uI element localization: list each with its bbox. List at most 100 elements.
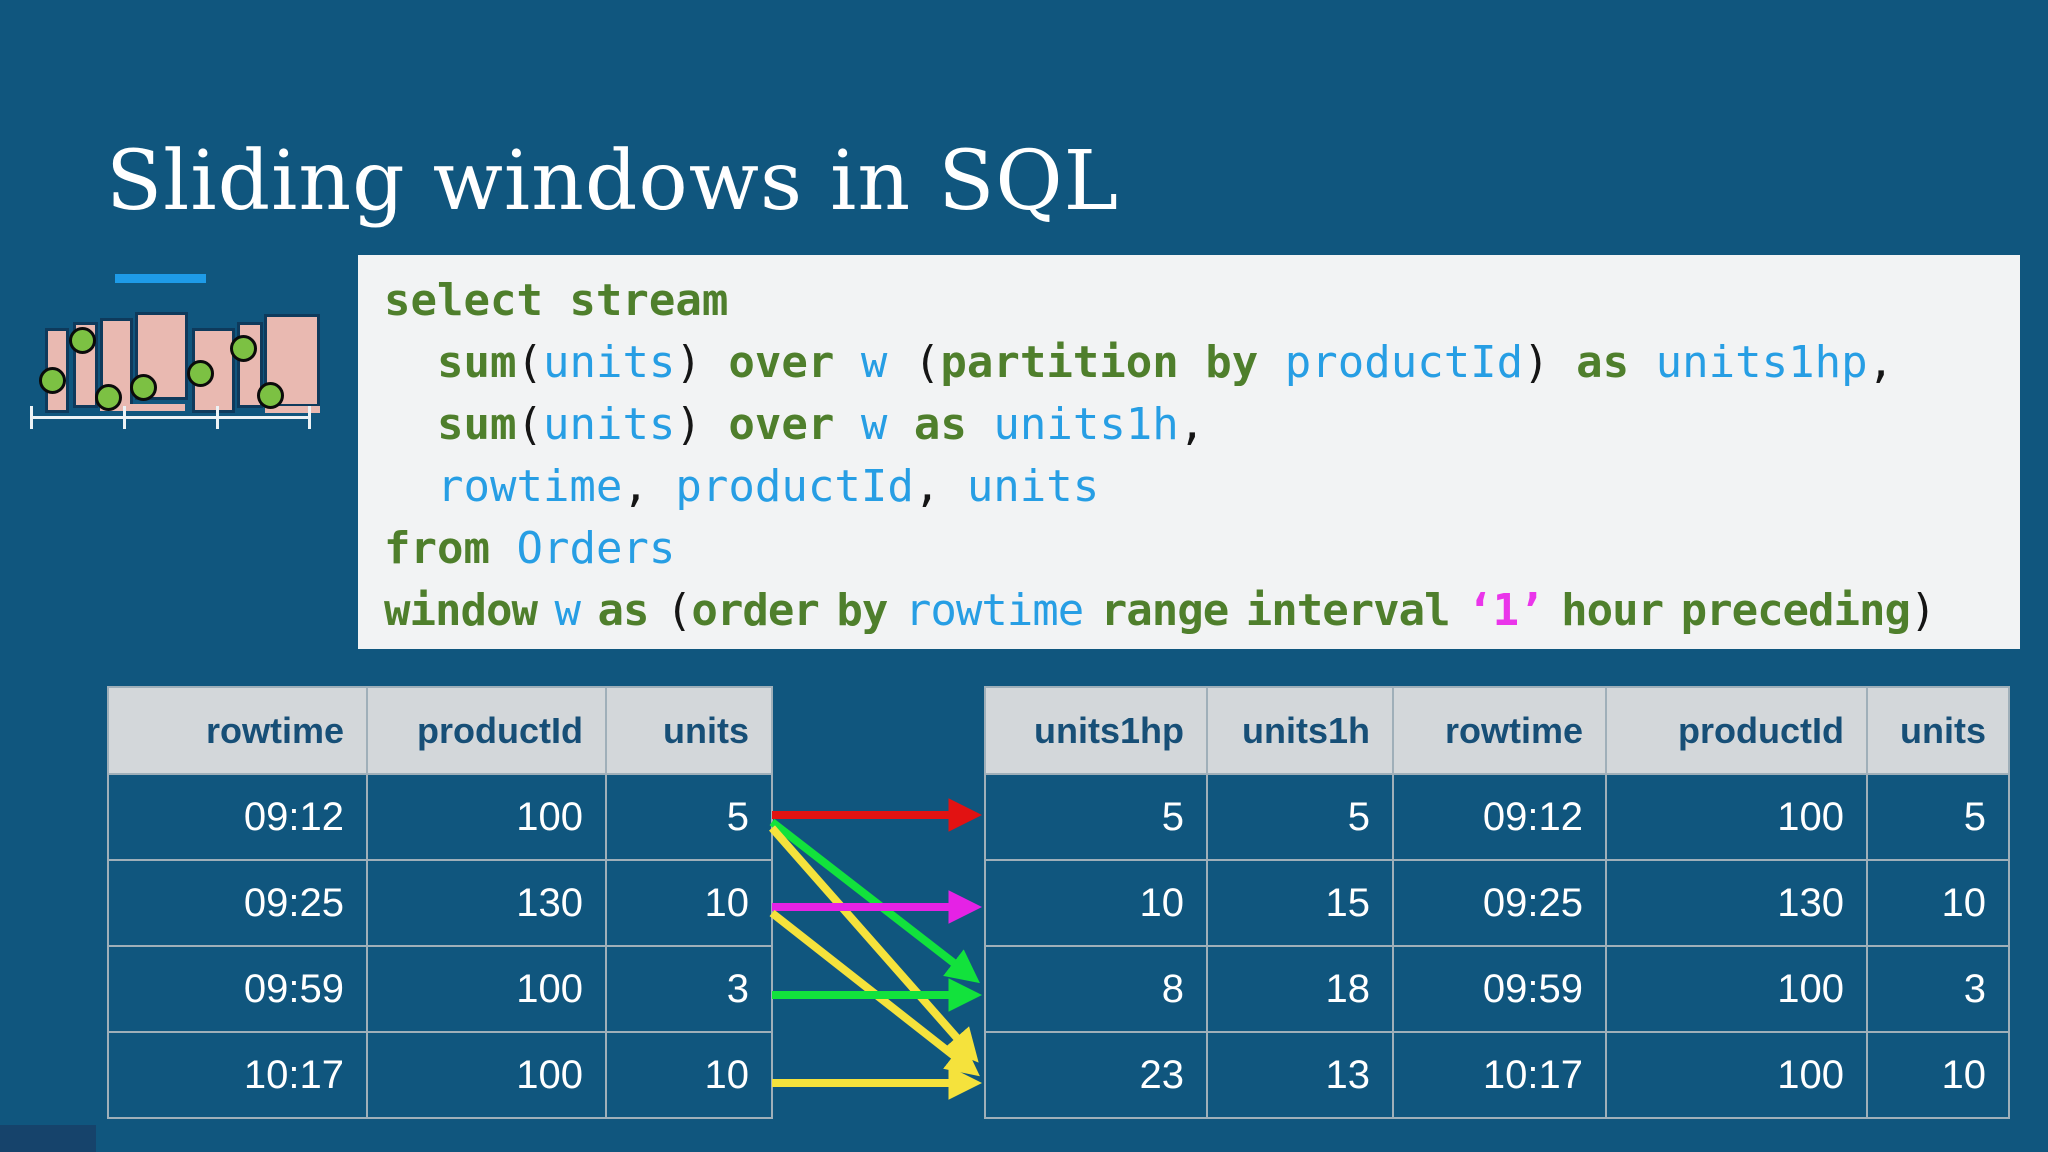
code-token: rowtime (436, 461, 623, 512)
code-token: Orders (516, 523, 676, 574)
code-line: from Orders (384, 518, 2020, 580)
table-cell: 100 (366, 1031, 607, 1119)
code-token: ) (675, 337, 729, 388)
code-token: rowtime (904, 585, 1084, 636)
sliding-windows-illustration (28, 305, 324, 437)
code-token: ) (1910, 585, 1936, 636)
table-cell: 18 (1206, 945, 1394, 1033)
table-cell: 09:59 (1392, 945, 1607, 1033)
code-token (384, 337, 437, 388)
code-token: as (597, 585, 649, 636)
table-cell: 10 (605, 859, 773, 947)
mapping-arrow (769, 818, 980, 984)
code-token: , (913, 461, 967, 512)
table-cell: 5 (1206, 773, 1394, 861)
code-token: , (622, 461, 676, 512)
code-token: w (860, 337, 888, 388)
code-token (1258, 337, 1285, 388)
event-dot (230, 335, 257, 362)
table-cell: 13 (1206, 1031, 1394, 1119)
event-dot (95, 384, 122, 411)
table-cell: 100 (366, 945, 607, 1033)
table-cell: 130 (1605, 859, 1868, 947)
code-token (384, 399, 437, 450)
event-dot (187, 360, 214, 387)
code-token: units (542, 337, 676, 388)
column-header: units1hp (984, 686, 1208, 775)
timeline-axis (30, 416, 310, 419)
table-cell: 5 (1866, 773, 2010, 861)
table-cell: 100 (1605, 773, 1868, 861)
code-token: select stream (384, 275, 729, 326)
column-header: rowtime (1392, 686, 1607, 775)
table-cell: 10:17 (1392, 1031, 1607, 1119)
code-token: order by (691, 585, 888, 636)
column-header: productId (1605, 686, 1868, 775)
table-cell: 100 (366, 773, 607, 861)
mapping-arrow (768, 825, 979, 1063)
code-token: ( (516, 337, 543, 388)
code-token: range interval (1100, 585, 1451, 636)
table-cell: 130 (366, 859, 607, 947)
timeline-tick (308, 406, 311, 429)
column-header: productId (366, 686, 607, 775)
table-cell: 8 (984, 945, 1208, 1033)
event-dot (130, 374, 157, 401)
table-cell: 09:12 (107, 773, 368, 861)
code-token: ) (1523, 337, 1577, 388)
code-token (887, 585, 905, 636)
code-token: units1hp (1655, 337, 1868, 388)
table-cell: 15 (1206, 859, 1394, 947)
window-strip (265, 406, 320, 413)
mapping-arrow (769, 909, 980, 1077)
sql-code-block: select stream sum(units) over w (partiti… (358, 255, 2020, 649)
code-token: as (1576, 337, 1630, 388)
code-token (887, 399, 914, 450)
code-token (384, 461, 437, 512)
timeline-tick (216, 406, 219, 429)
column-header: rowtime (107, 686, 368, 775)
column-header: units (605, 686, 773, 775)
code-token: hour preceding (1561, 585, 1911, 636)
code-token: as (913, 399, 967, 450)
table-cell: 10 (605, 1031, 773, 1119)
column-header: units1h (1206, 686, 1394, 775)
table-cell: 09:12 (1392, 773, 1607, 861)
title-accent-bar (115, 274, 206, 283)
code-line: sum(units) over w as units1h, (384, 394, 2020, 456)
code-token (1629, 337, 1656, 388)
event-dot (257, 382, 284, 409)
code-line: window w as (order by rowtime range inte… (384, 580, 2020, 642)
code-token (967, 399, 994, 450)
code-token: ‘1’ (1467, 585, 1544, 636)
table-cell: 100 (1605, 945, 1868, 1033)
code-token (1083, 585, 1101, 636)
table-cell: 09:25 (107, 859, 368, 947)
column-header: units (1866, 686, 2010, 775)
table-cell: 09:25 (1392, 859, 1607, 947)
code-token (537, 585, 555, 636)
code-token (1544, 585, 1562, 636)
table-cell: 10:17 (107, 1031, 368, 1119)
code-line: rowtime, productId, units (384, 456, 2020, 518)
code-token: ( (887, 337, 941, 388)
code-token: over (728, 337, 835, 388)
event-dot (39, 367, 66, 394)
page-title: Sliding windows in SQL (106, 134, 1120, 229)
code-token: productId (675, 461, 914, 512)
code-token: from (384, 523, 490, 574)
table-cell: 23 (984, 1031, 1208, 1119)
code-token: ( (648, 585, 692, 636)
bottom-left-decoration (0, 1125, 96, 1152)
code-token: , (1178, 399, 1206, 450)
code-token (834, 399, 861, 450)
